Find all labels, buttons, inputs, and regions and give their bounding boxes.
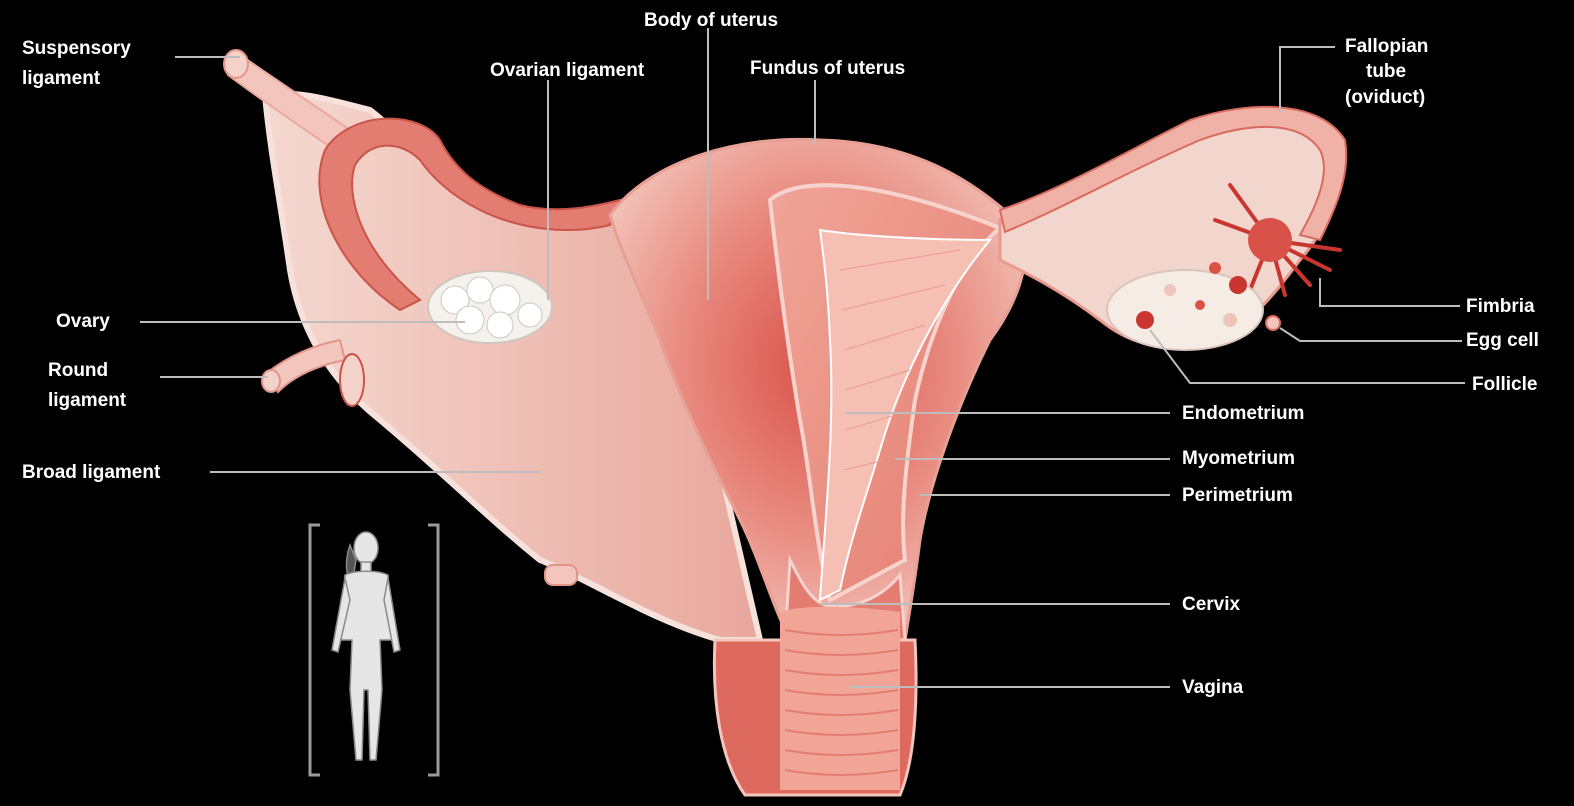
- label-round-ligament-line2: ligament: [48, 390, 126, 411]
- label-body-of-uterus: Body of uterus: [644, 10, 778, 31]
- egg-cell: [1266, 316, 1280, 330]
- label-endometrium: Endometrium: [1182, 403, 1304, 424]
- label-egg-cell: Egg cell: [1466, 330, 1539, 351]
- label-fundus-of-uterus: Fundus of uterus: [750, 58, 905, 79]
- label-fallopian-tube-line1: Fallopian: [1345, 36, 1428, 57]
- label-fimbria: Fimbria: [1466, 296, 1535, 317]
- round-ligament-cut-end: [262, 370, 280, 392]
- label-round-ligament-line1: Round: [48, 360, 108, 381]
- label-myometrium: Myometrium: [1182, 448, 1295, 469]
- label-cervix: Cervix: [1182, 594, 1240, 615]
- label-ovary: Ovary: [56, 311, 110, 332]
- label-perimetrium: Perimetrium: [1182, 485, 1293, 506]
- body-inset: [310, 525, 438, 775]
- vessel-cut: [340, 354, 364, 406]
- label-broad-ligament: Broad ligament: [22, 462, 160, 483]
- follicle: [1136, 311, 1154, 329]
- label-fallopian-tube-line2: tube: [1366, 61, 1406, 82]
- label-suspensory-ligament-line1: Suspensory: [22, 38, 131, 59]
- vessel-stub: [545, 565, 577, 585]
- label-suspensory-ligament-line2: ligament: [22, 68, 100, 89]
- label-fallopian-tube-line3: (oviduct): [1345, 87, 1425, 108]
- female-body-silhouette-icon: [332, 532, 400, 760]
- label-vagina: Vagina: [1182, 677, 1243, 698]
- label-ovarian-ligament: Ovarian ligament: [490, 60, 644, 81]
- ovary-left: [428, 271, 552, 343]
- suspensory-cut-end: [224, 50, 248, 78]
- label-follicle: Follicle: [1472, 374, 1537, 395]
